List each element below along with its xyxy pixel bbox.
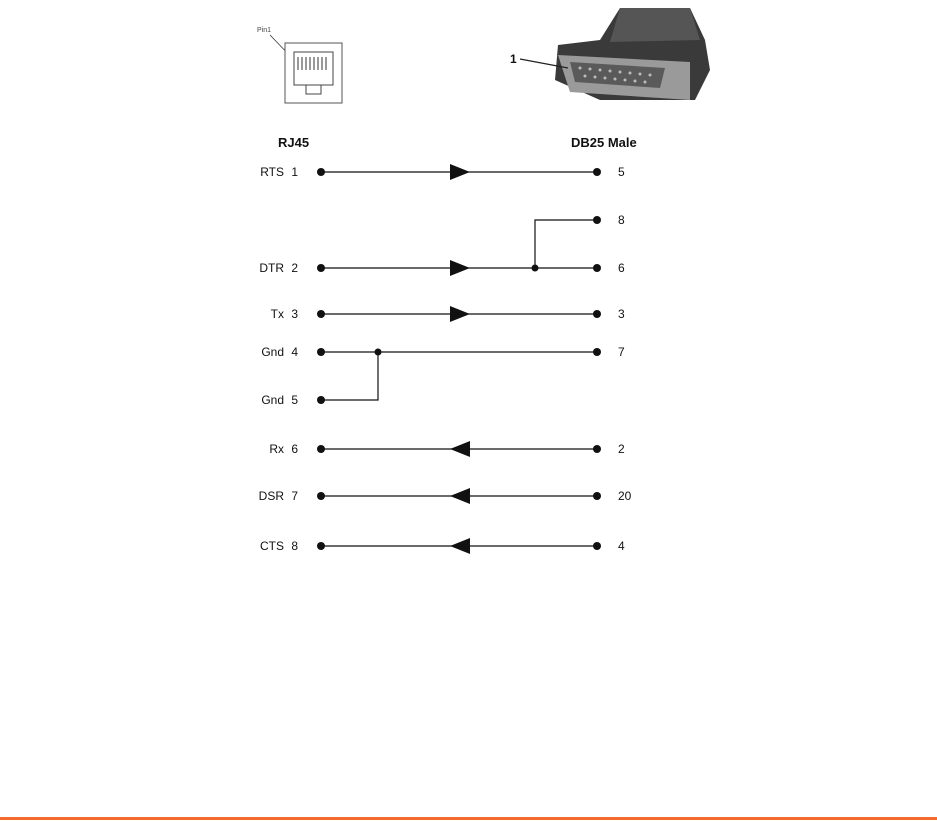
footer-rule [0, 817, 937, 820]
wire-branch [321, 352, 379, 401]
connection-row: Gnd 5 [261, 348, 382, 407]
db25-pin-label: 20 [618, 489, 632, 503]
arrow-right-icon [450, 260, 470, 276]
db25-pin-dot [593, 310, 601, 318]
connection-row: DSR 7 20 [259, 488, 632, 504]
db25-pin-label: 6 [618, 261, 625, 275]
db25-pin-label: 3 [618, 307, 625, 321]
connection-row: DTR 2 6 8 [259, 213, 625, 276]
connection-row: Rx 6 2 [269, 441, 625, 457]
rj45-pin-label: 5 [291, 393, 298, 407]
rj45-pin-label: 7 [291, 489, 298, 503]
db25-pin-dot [593, 492, 601, 500]
connection-row: RTS 1 5 [260, 164, 625, 180]
rj45-pin1-label: Pin1 [257, 27, 271, 34]
db25-pin1-label: 1 [510, 52, 517, 66]
rj45-pin-label: 4 [291, 345, 298, 359]
rj45-pin-label: Gnd [261, 345, 284, 359]
db25-header: DB25 Male [571, 135, 637, 150]
db25-pin-label: 7 [618, 345, 625, 359]
rj45-pin-label: 3 [291, 307, 298, 321]
arrow-right-icon [450, 306, 470, 322]
rj45-pin-label: Tx [271, 307, 284, 321]
arrow-right-icon [450, 164, 470, 180]
connection-row: Tx 3 3 [271, 306, 625, 322]
wire-branch [534, 219, 597, 268]
db25-pin-label: 4 [618, 539, 625, 553]
arrow-left-icon [450, 441, 470, 457]
connection-row: Gnd 4 7 [261, 345, 625, 359]
rj45-pin-label: RTS [260, 165, 284, 179]
rj45-pin-label: DTR [259, 261, 284, 275]
rj45-pin-label: DSR [259, 489, 285, 503]
rj45-pin-label: 2 [291, 261, 298, 275]
rj45-pin-label: Gnd [261, 393, 284, 407]
db25-pin-dot [593, 348, 601, 356]
db25-pin-dot [593, 445, 601, 453]
db25-pin-label: 8 [618, 213, 625, 227]
db25-pin-dot [593, 264, 601, 272]
rj45-header: RJ45 [278, 135, 309, 150]
db25-adapter-image: 1 [510, 8, 710, 100]
connection-row: CTS 8 4 [260, 538, 625, 554]
arrow-left-icon [450, 488, 470, 504]
db25-pin-label: 2 [618, 442, 625, 456]
rj45-pin-label: 6 [291, 442, 298, 456]
arrow-left-icon [450, 538, 470, 554]
rj45-jack-image: Pin1 [257, 27, 343, 104]
db25-pin-label: 5 [618, 165, 625, 179]
db25-pin-dot [593, 216, 601, 224]
db25-pin-dot [593, 168, 601, 176]
rj45-pin-label: CTS [260, 539, 284, 553]
rj45-pin-label: Rx [269, 442, 284, 456]
db25-pin-dot [593, 542, 601, 550]
rj45-pin-label: 8 [291, 539, 298, 553]
rj45-pin-label: 1 [291, 165, 298, 179]
